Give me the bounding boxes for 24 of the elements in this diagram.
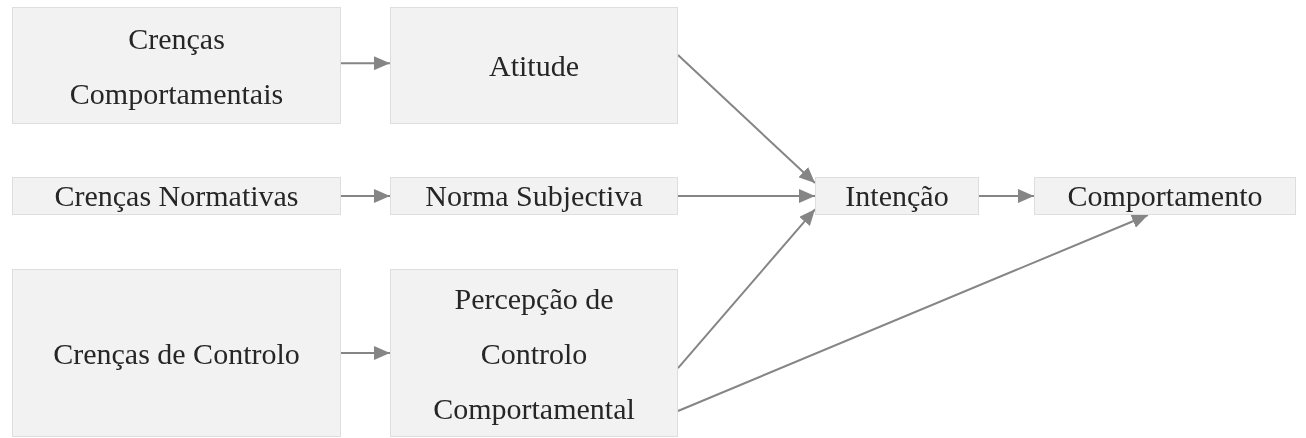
arrow — [340, 346, 391, 360]
node-label: Comportamento — [1067, 179, 1263, 213]
arrow — [340, 189, 391, 203]
node-label: Crenças de Controlo — [53, 335, 300, 372]
arrow — [340, 56, 391, 71]
node-label: Crenças Comportamentais — [68, 20, 285, 112]
concept-box — [390, 7, 678, 124]
arrow — [677, 189, 816, 203]
arrow — [978, 189, 1035, 203]
concept-box — [12, 7, 341, 124]
arrow — [677, 214, 1149, 412]
node-label: Crenças Normativas — [54, 179, 299, 213]
node-label: Atitude — [489, 48, 579, 84]
concept-box — [390, 269, 678, 437]
concept-box — [390, 177, 678, 215]
concept-box — [815, 177, 979, 215]
concept-box — [12, 269, 341, 437]
arrow — [677, 208, 816, 370]
node-label: Intenção — [845, 179, 949, 213]
concept-box — [1034, 177, 1296, 215]
arrow — [677, 53, 816, 185]
node-label: Norma Subjectiva — [425, 179, 643, 213]
concept-box — [12, 177, 341, 215]
node-label: Percepção de Controlo Comportamental — [432, 280, 636, 427]
